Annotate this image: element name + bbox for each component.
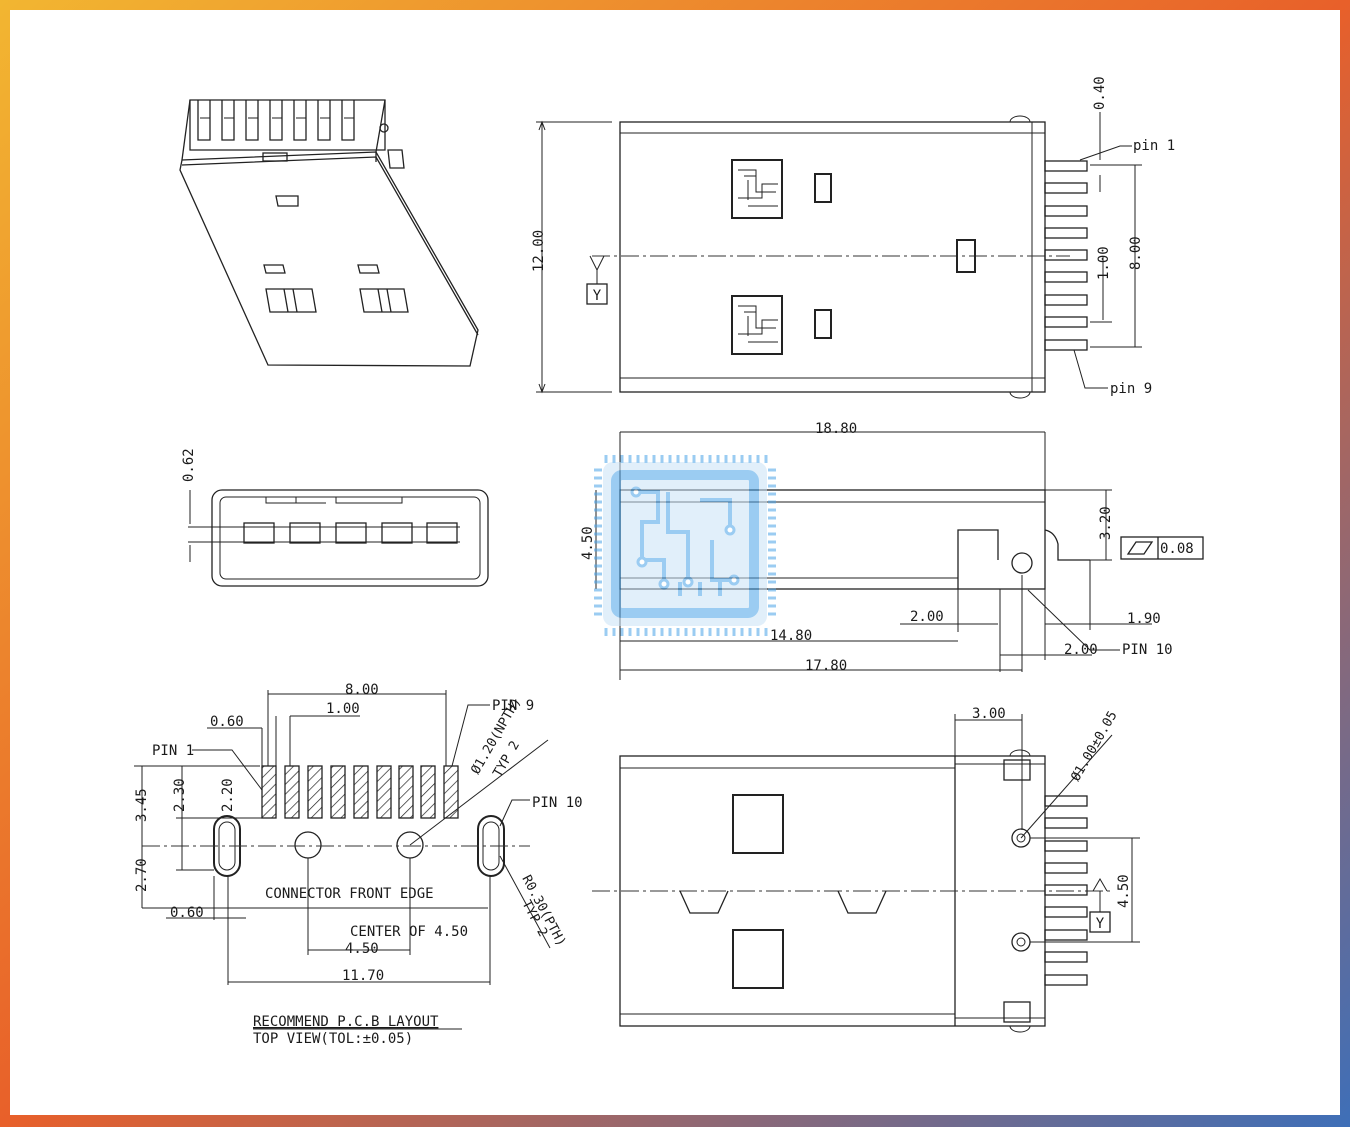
dim-2-00-a: 2.00: [910, 609, 944, 625]
dim-2-70: 2.70: [134, 858, 150, 892]
bottom-view-pins: [1044, 795, 1088, 986]
dim-18-80: 18.80: [815, 421, 857, 437]
top-view-pins: [1044, 160, 1088, 351]
dim-2-00-b: 2.00: [1064, 642, 1098, 658]
dim-2-30: 2.30: [172, 778, 188, 812]
datum-y-label: Y: [593, 288, 602, 304]
dim-12-00: 12.00: [531, 230, 547, 272]
pin-10-label-side: PIN 10: [1122, 642, 1173, 658]
front-contacts: [243, 522, 458, 544]
dim-11-70: 11.70: [342, 968, 384, 984]
pin-1-label: pin 1: [1133, 138, 1175, 154]
dim-0-60-left: 0.60: [170, 905, 204, 921]
pin-1-label-pcb: PIN 1: [152, 743, 194, 759]
dim-3-45: 3.45: [134, 788, 150, 822]
dim-1-90: 1.90: [1127, 611, 1161, 627]
dim-0-40: 0.40: [1092, 76, 1108, 110]
isometric-view: [179, 99, 479, 367]
dim-3-00: 3.00: [972, 706, 1006, 722]
dim-4-50-side: 4.50: [580, 526, 596, 560]
layout-subtitle: TOP VIEW(TOL:±0.05): [253, 1031, 413, 1047]
layout-title: RECOMMEND P.C.B LAYOUT: [253, 1014, 439, 1030]
dim-1-00-pcb: 1.00: [326, 701, 360, 717]
dim-14-80: 14.80: [770, 628, 812, 644]
center-label: CENTER OF 4.50: [350, 924, 468, 940]
top-view: Y 12.00 8.00 1.00 0.40 pin 1 pin 9: [531, 76, 1175, 399]
dim-3-20: 3.20: [1098, 506, 1114, 540]
dim-0-62: 0.62: [181, 448, 197, 482]
front-edge-label: CONNECTOR FRONT EDGE: [265, 886, 434, 902]
dim-4-50-pcb: 4.50: [345, 941, 379, 957]
front-view: 0.62: [181, 448, 489, 587]
dim-2-20: 2.20: [220, 778, 236, 812]
pin-9-label: pin 9: [1110, 381, 1152, 397]
iso-pins: [197, 100, 355, 141]
dim-8-00-pcb: 8.00: [345, 682, 379, 698]
pin-9-label-pcb: PIN 9: [492, 698, 534, 714]
pin-10-label-pcb: PIN 10: [532, 795, 583, 811]
dim-8-00: 8.00: [1128, 236, 1144, 270]
dim-1-00: 1.00: [1096, 246, 1112, 280]
dim-0-60-pcb: 0.60: [210, 714, 244, 730]
pcb-chip-logo-icon: [594, 455, 776, 636]
pcb-pads: [261, 765, 459, 819]
dim-4-50-bottom: 4.50: [1116, 874, 1132, 908]
datum-y-label-bottom: Y: [1096, 916, 1105, 932]
dim-17-80: 17.80: [805, 658, 847, 674]
tolerance-value: 0.08: [1160, 541, 1194, 557]
